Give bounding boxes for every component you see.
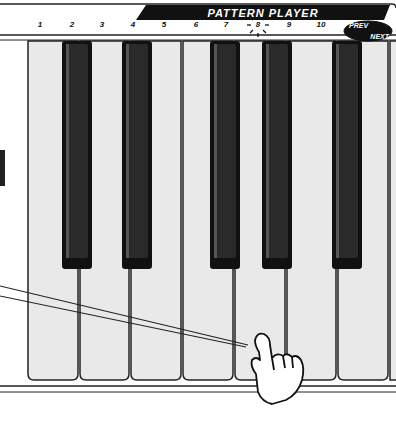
pattern-number: 6 [194,20,198,29]
panel-edge [0,34,396,36]
button-label: PREV [349,22,368,29]
band-title: PATTERN PLAYER [136,5,390,20]
pointing-hand [252,334,304,404]
pattern-number: 1 [38,20,42,29]
black-keys [62,41,362,269]
pattern-number: 10 [317,20,326,29]
leader-line [0,286,248,347]
pattern-number: 3 [100,20,104,29]
nav-button: PREVNEXT [343,20,393,42]
white-keys [28,41,396,380]
title-band: PATTERN PLAYER [136,5,390,20]
pattern-number: 5 [162,20,166,29]
pattern-number: 7 [224,20,228,29]
pattern-number: 9 [287,20,291,29]
keyboard-base [0,392,396,393]
pattern-number: 2 [70,20,74,29]
keyboard-base [0,385,396,387]
pattern-number: 8 [256,20,260,29]
side-mark [0,150,5,186]
button-label: NEXT [370,33,389,40]
pattern-number: 4 [131,20,135,29]
